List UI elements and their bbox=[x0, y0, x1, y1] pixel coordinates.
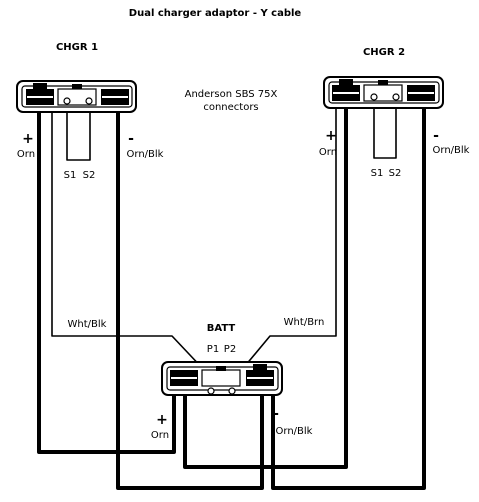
wire-pilot-right bbox=[239, 106, 337, 373]
chgr2-s1-label: S1 bbox=[371, 168, 384, 179]
chgr2-plus-wire-label: Orn bbox=[319, 147, 337, 158]
chgr1-label: CHGR 1 bbox=[56, 42, 98, 53]
wire-chgr1-negative bbox=[116, 110, 264, 490]
batt-connector bbox=[161, 361, 283, 396]
chgr2-connector bbox=[323, 76, 444, 109]
chgr2-plus-sign: + bbox=[325, 128, 337, 144]
batt-minus-wire-label: Orn/Blk bbox=[276, 426, 313, 437]
batt-p1-label: P1 bbox=[207, 344, 219, 355]
connector-note-line1: Anderson SBS 75X bbox=[185, 89, 278, 100]
connector-note-line2: connectors bbox=[203, 102, 258, 113]
chgr1-minus-sign: - bbox=[128, 131, 134, 147]
wire-pilot-left bbox=[51, 108, 207, 373]
batt-plus-sign: + bbox=[156, 412, 168, 428]
chgr2-sense-loop bbox=[373, 104, 397, 159]
wire-chgr2-negative bbox=[271, 106, 426, 490]
batt-plus-wire-label: Orn bbox=[151, 430, 169, 441]
batt-p2-label: P2 bbox=[224, 344, 236, 355]
chgr2-s2-label: S2 bbox=[389, 168, 402, 179]
chgr1-plus-sign: + bbox=[22, 131, 34, 147]
power-wires bbox=[37, 106, 426, 490]
wire-chgr1-positive bbox=[37, 110, 176, 454]
chgr1-s1-label: S1 bbox=[64, 170, 77, 181]
diagram-title: Dual charger adaptor - Y cable bbox=[129, 8, 302, 19]
chgr1-connector bbox=[16, 80, 137, 113]
batt-minus-sign: - bbox=[273, 406, 279, 422]
chgr1-sense-loop bbox=[66, 108, 91, 161]
pilot-wire-left-label: Wht/Blk bbox=[68, 319, 107, 330]
chgr2-label: CHGR 2 bbox=[363, 47, 405, 58]
batt-label: BATT bbox=[207, 323, 236, 334]
chgr1-plus-wire-label: Orn bbox=[17, 149, 35, 160]
pilot-wire-right-label: Wht/Brn bbox=[284, 317, 325, 328]
chgr2-minus-sign: - bbox=[433, 128, 439, 144]
chgr1-s2-label: S2 bbox=[83, 170, 96, 181]
pilot-wires bbox=[51, 104, 397, 373]
wire-chgr2-positive bbox=[183, 106, 348, 469]
chgr2-minus-wire-label: Orn/Blk bbox=[433, 145, 470, 156]
chgr1-minus-wire-label: Orn/Blk bbox=[127, 149, 164, 160]
